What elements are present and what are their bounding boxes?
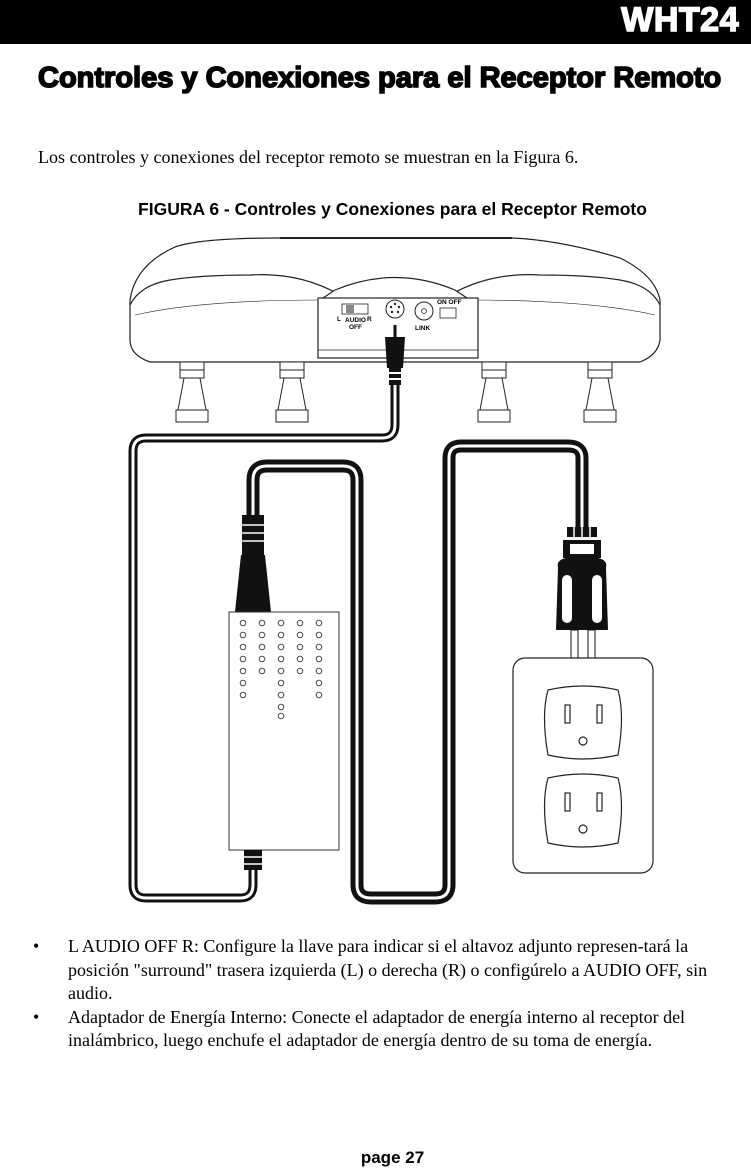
switch-label-l: L — [337, 316, 341, 323]
switch-label-audio: AUDIO — [345, 317, 366, 324]
switch-label-r: R — [367, 316, 372, 323]
wall-outlet — [512, 657, 654, 874]
page-number: page 27 — [360, 1148, 425, 1167]
bullet-list: • L AUDIO OFF R: Configure la llave para … — [28, 935, 744, 1053]
bullet-marker: • — [33, 1006, 40, 1027]
power-cables — [128, 380, 589, 905]
bullet-text: L AUDIO OFF R: Configure la llave para i… — [68, 936, 708, 1003]
receiver-dome — [318, 276, 472, 301]
header-bar: WHT24 — [0, 0, 751, 44]
list-item: • L AUDIO OFF R: Configure la llave para … — [28, 935, 744, 1006]
page-title-text: Controles y Conexiones para el Receptor … — [37, 61, 722, 95]
power-switch — [439, 307, 457, 319]
link-label: LINK — [415, 325, 430, 332]
power-adapter — [228, 515, 340, 870]
onoff-label: ON OFF — [437, 299, 462, 306]
power-port-icon — [385, 299, 405, 319]
intro-paragraph: Los controles y conexiones del receptor … — [38, 147, 579, 167]
list-item: • Adaptador de Energía Interno: Conecte e… — [28, 1006, 744, 1053]
bullet-marker: • — [33, 936, 40, 956]
bullet-text: Adaptador de Energía Interno: Conecte el… — [68, 1006, 686, 1051]
audio-switch — [341, 303, 369, 315]
figure-caption: FIGURA 6 - Controles y Conexiones para e… — [138, 199, 647, 219]
din-connector — [385, 325, 405, 385]
figure-receiver-illustration: L AUDIO R OFF LINK ON OFF — [128, 237, 661, 905]
receiver-feet — [175, 361, 617, 423]
model-name: WHT24 — [621, 0, 740, 40]
switch-label-off: OFF — [349, 324, 362, 331]
wall-plug — [556, 527, 608, 673]
page-title: Controles y Conexiones para el Receptor … — [37, 61, 728, 95]
